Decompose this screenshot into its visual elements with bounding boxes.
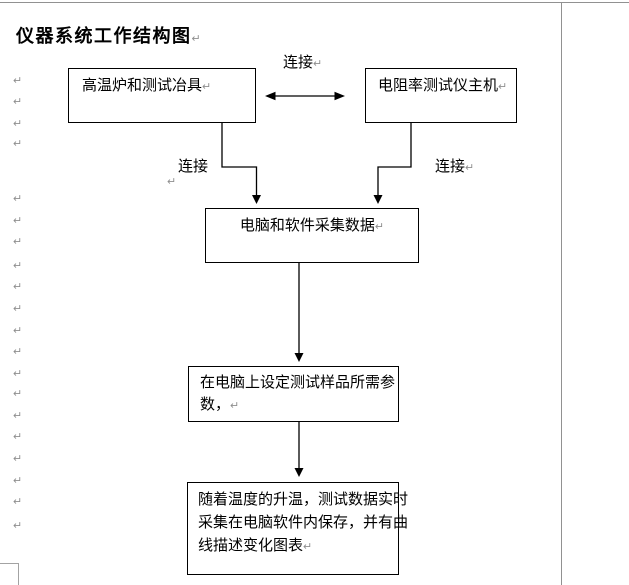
- paragraph-mark-icon: ↵: [303, 541, 313, 553]
- box-furnace-label: 高温炉和测试冶具: [82, 77, 203, 94]
- paragraph-mark-icon: ↵: [13, 193, 23, 205]
- flowchart-box-host[interactable]: 电阻率测试仪主机↵: [365, 68, 517, 123]
- page-border-top: [0, 2, 629, 3]
- paragraph-mark-icon: ↵: [13, 325, 23, 337]
- paragraph-mark-icon: ↵: [191, 33, 201, 45]
- paragraph-mark-icon: ↵: [13, 496, 23, 508]
- paragraph-mark-icon: ↵: [13, 236, 23, 248]
- paragraph-mark-icon: ↵: [13, 388, 23, 400]
- box-params-line: 数，↵: [200, 396, 240, 413]
- document-title-text: 仪器系统工作结构图: [16, 26, 192, 46]
- box-realtime-line: 线描述变化图表↵: [198, 537, 313, 554]
- flowchart-box-furnace[interactable]: 高温炉和测试冶具↵: [68, 68, 256, 123]
- paragraph-mark-icon: ↵: [230, 400, 240, 412]
- box-realtime-line: 采集在电脑软件内保存，并有曲: [198, 514, 409, 531]
- connect-label-left: 连接: [178, 158, 209, 175]
- paragraph-mark-icon: ↵: [13, 453, 23, 465]
- paragraph-mark-icon: ↵: [13, 368, 23, 380]
- connect-label-right: 连接↵: [435, 158, 475, 175]
- arrowhead-left-icon: [265, 91, 276, 101]
- paragraph-mark-icon: ↵: [13, 281, 23, 293]
- paragraph-mark-icon: ↵: [13, 215, 23, 227]
- paragraph-mark-icon: ↵: [13, 431, 23, 443]
- paragraph-mark-icon: ↵: [13, 520, 23, 532]
- flowchart-box-computer[interactable]: 电脑和软件采集数据↵: [205, 208, 419, 263]
- paragraph-mark-icon: ↵: [498, 81, 508, 93]
- box-computer-label: 电脑和软件采集数据: [239, 217, 375, 234]
- paragraph-mark-icon: ↵: [13, 410, 23, 422]
- paragraph-mark-icon: ↵: [13, 475, 23, 487]
- arrowhead-down-icon: [294, 468, 304, 477]
- paragraph-mark-icon: ↵: [13, 260, 23, 272]
- flowchart-box-realtime[interactable]: 随着温度的升温，测试数据实时 采集在电脑软件内保存，并有曲 线描述变化图表↵: [187, 482, 409, 575]
- paragraph-mark-icon: ↵: [465, 162, 475, 174]
- paragraph-mark-icon: ↵: [313, 58, 323, 70]
- paragraph-mark-icon: ↵: [13, 118, 23, 130]
- arrowhead-down-icon: [294, 353, 304, 362]
- left-elbow-connector: [221, 123, 258, 196]
- paragraph-mark-icon: ↵: [13, 75, 23, 87]
- paragraph-mark-icon: ↵: [13, 303, 23, 315]
- box-params-line: 在电脑上设定测试样品所需参: [200, 374, 396, 391]
- paragraph-mark-icon: ↵: [13, 138, 23, 150]
- arrowhead-down-icon: [373, 195, 383, 204]
- paragraph-mark-icon: ↵: [13, 346, 23, 358]
- text-boundary-corner-mark: [18, 563, 19, 585]
- arrowhead-right-icon: [334, 91, 345, 101]
- paragraph-mark-icon: ↵: [374, 221, 385, 233]
- right-elbow-connector: [377, 123, 412, 196]
- page-border-right: [561, 2, 562, 585]
- box-host-label: 电阻率测试仪主机: [378, 77, 499, 94]
- document-title: 仪器系统工作结构图↵: [16, 22, 201, 48]
- paragraph-mark-icon: ↵: [167, 176, 177, 188]
- connect-label-top: 连接↵: [283, 54, 323, 71]
- text-boundary-corner-mark: [0, 563, 19, 564]
- box-realtime-line: 随着温度的升温，测试数据实时: [198, 491, 409, 508]
- arrowhead-down-icon: [252, 195, 261, 204]
- paragraph-mark-icon: ↵: [202, 81, 212, 93]
- flowchart-box-params[interactable]: 在电脑上设定测试样品所需参 数，↵: [188, 366, 399, 422]
- paragraph-mark-icon: ↵: [13, 96, 23, 108]
